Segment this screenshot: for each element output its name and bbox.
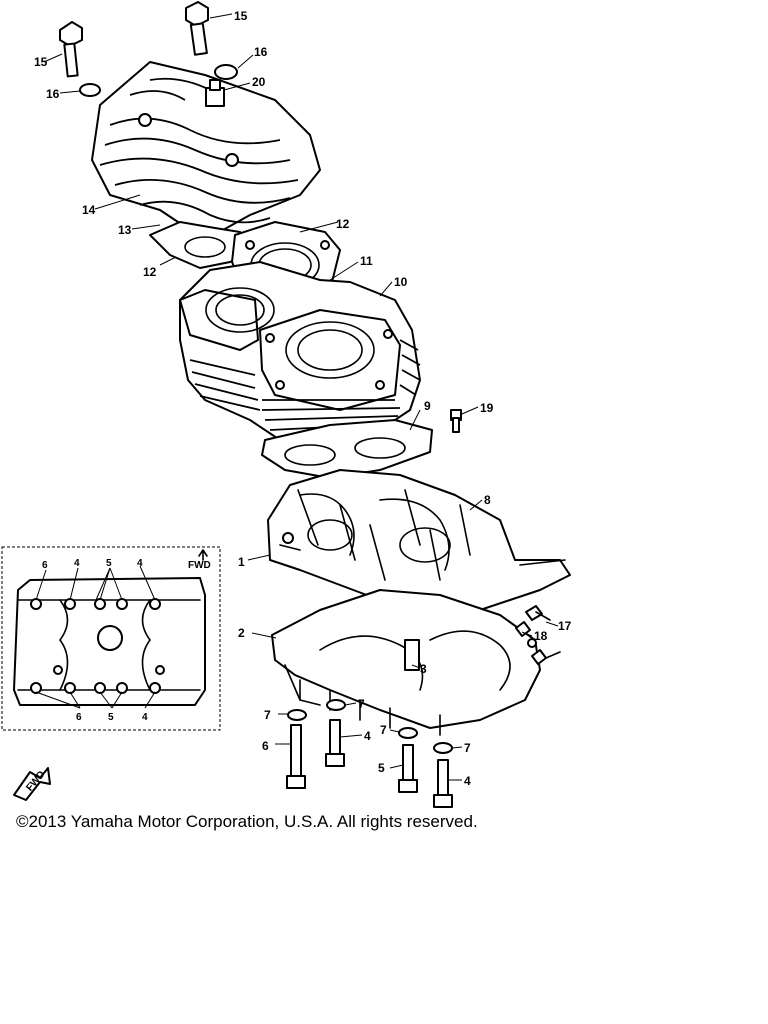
leader-lines bbox=[43, 13, 559, 781]
callout-7-b: 7 bbox=[358, 697, 365, 711]
cylinder-block bbox=[179, 261, 421, 446]
callout-11: 11 bbox=[360, 254, 373, 268]
cylinder-head bbox=[91, 61, 321, 241]
crankcase-bolt-6 bbox=[286, 709, 307, 789]
callout-12-left: 12 bbox=[143, 265, 157, 279]
callout-9: 9 bbox=[424, 399, 431, 413]
side-screws bbox=[515, 605, 561, 665]
callout-3: 3 bbox=[420, 662, 427, 676]
head-washer-left bbox=[79, 83, 101, 97]
inset-bottom-label-2: 5 bbox=[108, 712, 114, 723]
inset-bottom-label-3: 4 bbox=[142, 712, 148, 723]
callout-4-a: 4 bbox=[364, 729, 371, 743]
callout-14: 14 bbox=[82, 203, 96, 217]
callout-15-left: 15 bbox=[34, 55, 48, 69]
callout-labels: 15 16 15 16 20 14 13 12 12 11 10 9 19 8 … bbox=[34, 9, 572, 788]
head-washer-right bbox=[214, 64, 238, 80]
head-bolt-right bbox=[185, 1, 209, 56]
inset-top-label-2: 4 bbox=[74, 558, 80, 569]
bolt-pattern-inset: FWD 6 4 5 4 6 5 bbox=[1, 546, 221, 731]
crankcase-bolt-5 bbox=[398, 727, 418, 793]
stud-bolt bbox=[450, 409, 462, 433]
crankcase-lower bbox=[271, 589, 541, 736]
inset-fwd-arrow-icon bbox=[198, 549, 208, 561]
callout-15-right: 15 bbox=[234, 9, 248, 23]
callout-1: 1 bbox=[238, 555, 245, 569]
callout-13: 13 bbox=[118, 223, 132, 237]
callout-18: 18 bbox=[534, 629, 548, 643]
cylinder-studs bbox=[297, 489, 471, 581]
inset-top-label-4: 4 bbox=[137, 558, 143, 569]
inset-fwd-label: FWD bbox=[188, 560, 211, 571]
callout-20: 20 bbox=[252, 75, 266, 89]
callout-4-b: 4 bbox=[464, 774, 471, 788]
callout-19: 19 bbox=[480, 401, 494, 415]
callout-7-d: 7 bbox=[464, 741, 471, 755]
callout-5: 5 bbox=[378, 761, 385, 775]
crankcase-bolt-4b bbox=[433, 742, 453, 808]
callout-6: 6 bbox=[262, 739, 269, 753]
inset-top-label-1: 6 bbox=[42, 560, 48, 571]
copyright-notice: ©2013 Yamaha Motor Corporation, U.S.A. A… bbox=[16, 812, 478, 831]
callout-10: 10 bbox=[394, 275, 408, 289]
inset-top-label-3: 5 bbox=[106, 558, 112, 569]
callout-8: 8 bbox=[484, 493, 491, 507]
callout-12-right: 12 bbox=[336, 217, 350, 231]
callout-2: 2 bbox=[238, 626, 245, 640]
callout-7-c: 7 bbox=[380, 723, 387, 737]
callout-17: 17 bbox=[558, 619, 572, 633]
inset-bottom-label-1: 6 bbox=[76, 712, 82, 723]
callout-16-left: 16 bbox=[46, 87, 60, 101]
cylinder-base-gasket bbox=[261, 419, 433, 479]
callout-16-right: 16 bbox=[254, 45, 268, 59]
crankcase-bolt-4a bbox=[325, 699, 346, 767]
fwd-arrow-icon: FWD bbox=[13, 767, 51, 801]
callout-7-a: 7 bbox=[264, 708, 271, 722]
head-bolt-left bbox=[59, 21, 83, 78]
